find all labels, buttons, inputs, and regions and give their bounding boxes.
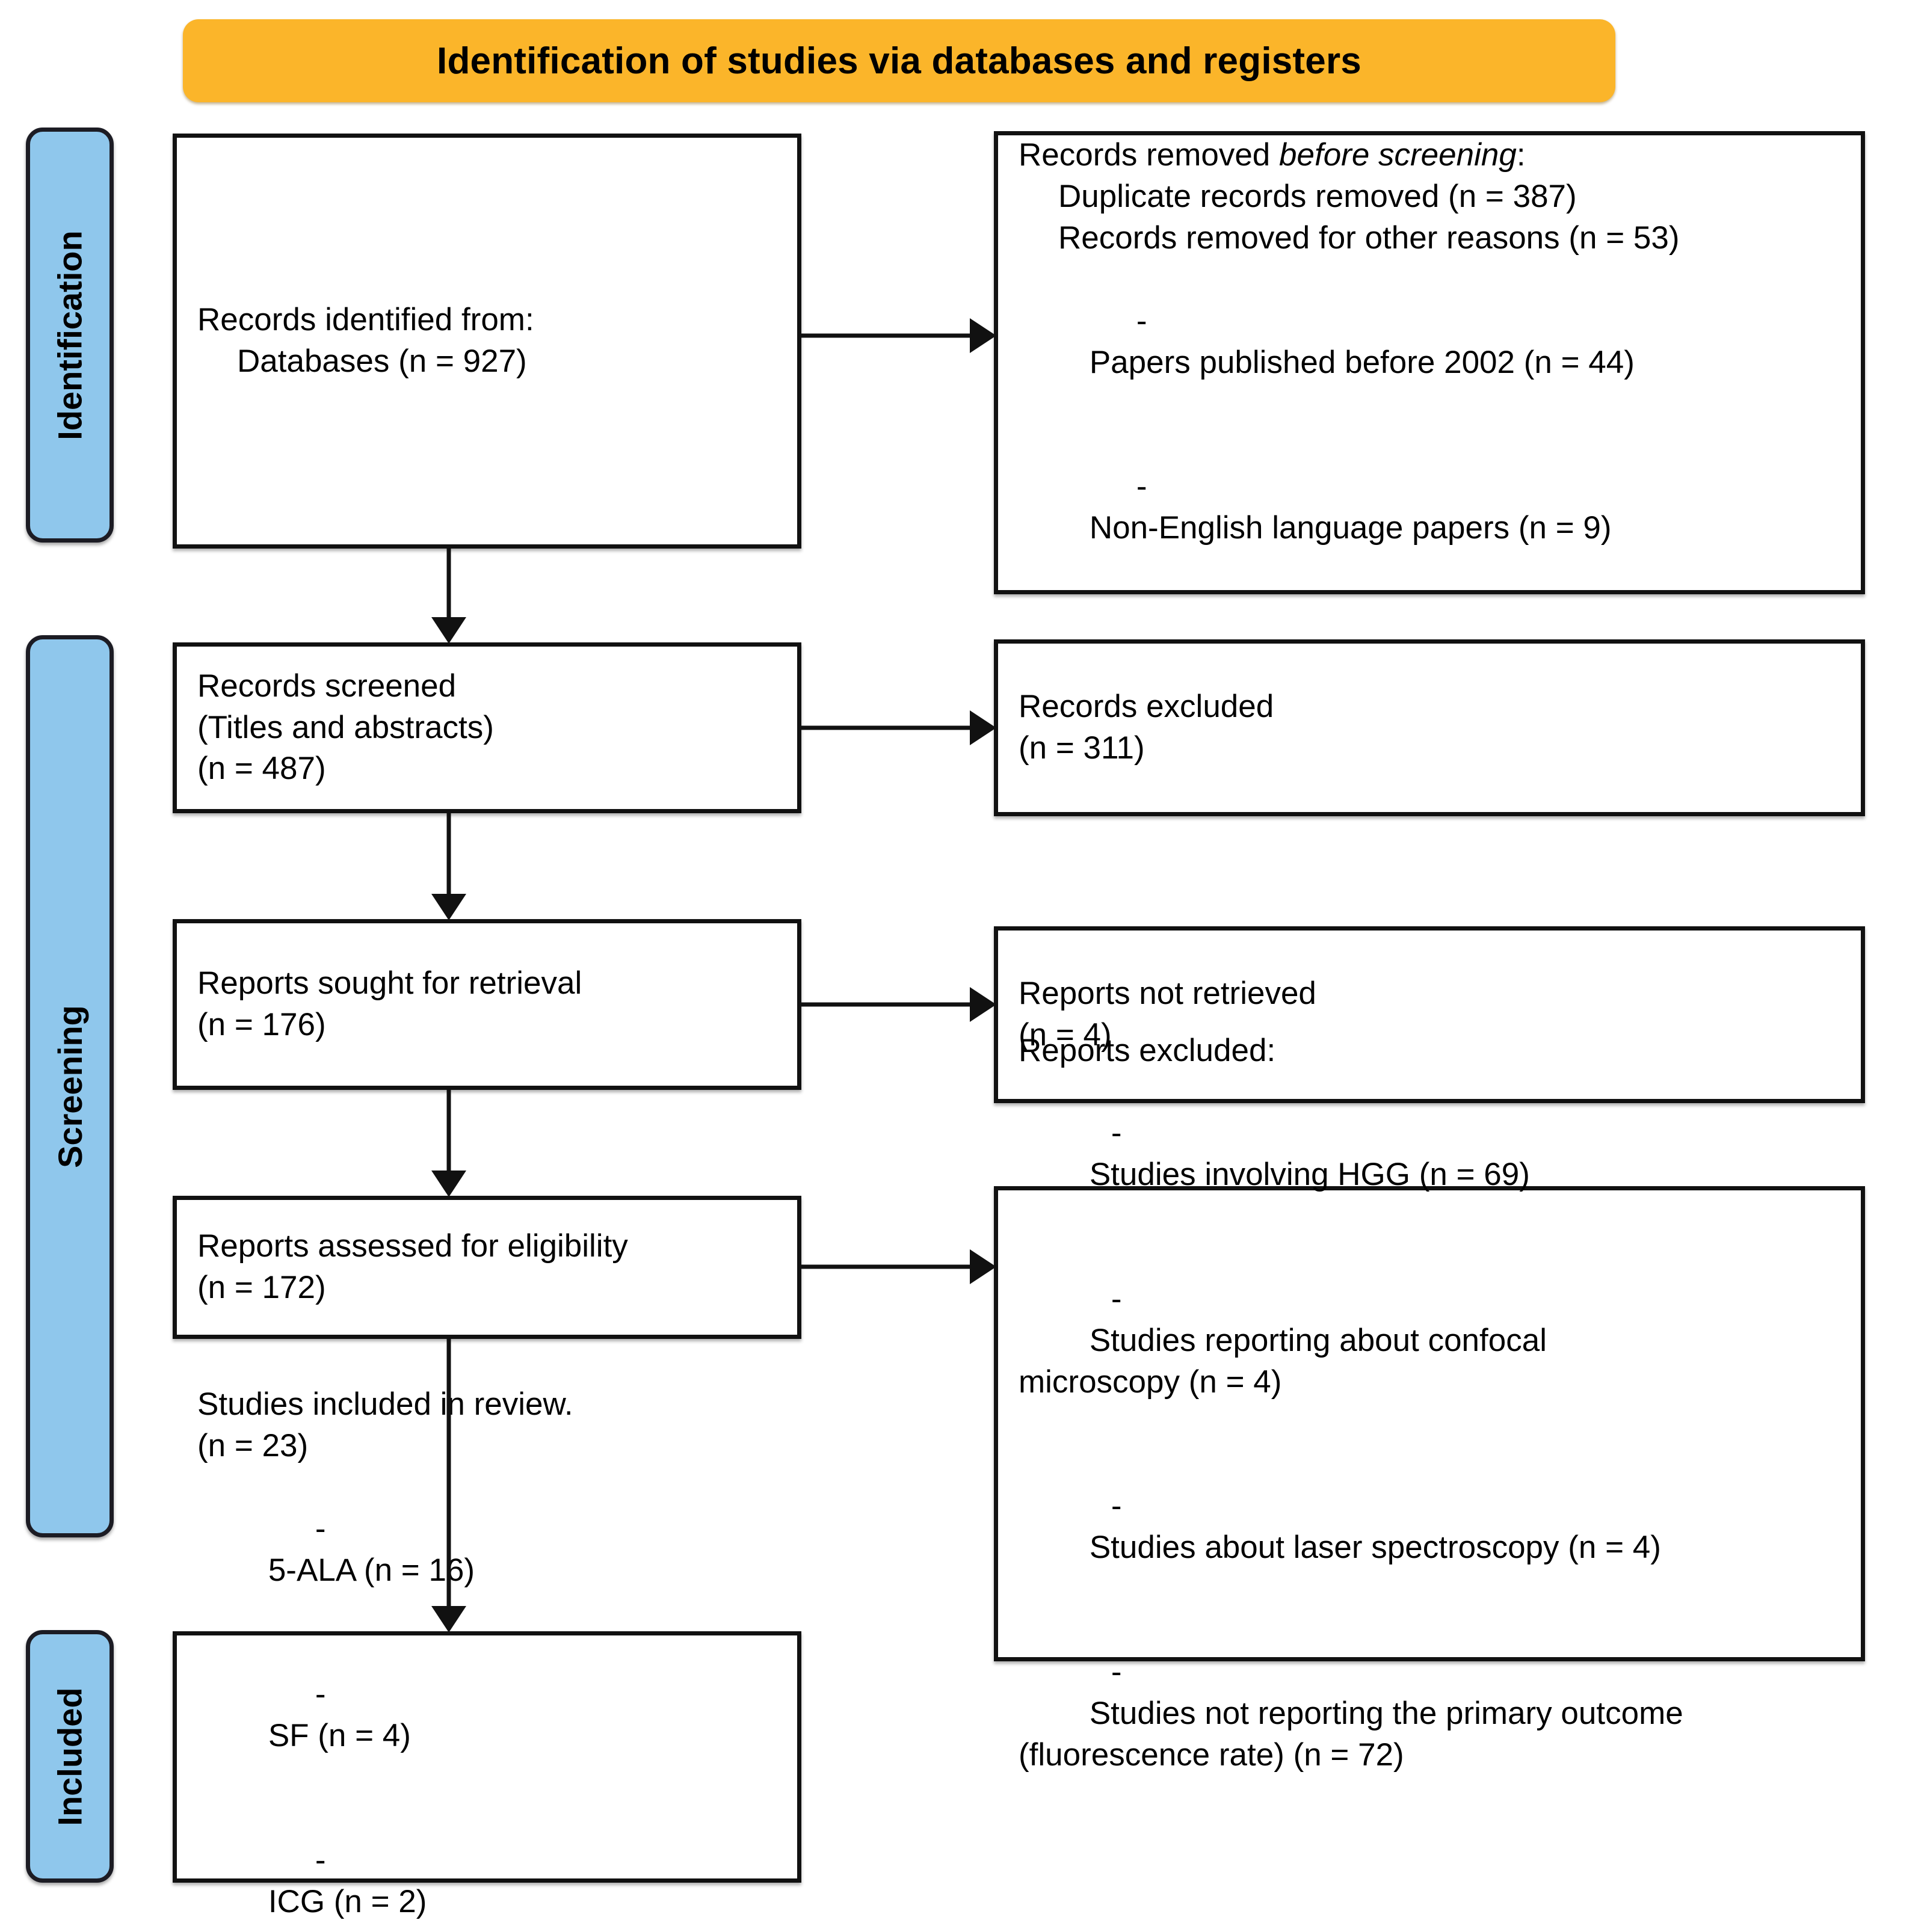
arrow-head-right-icon <box>970 987 996 1022</box>
arrow-head-down-icon <box>431 1606 466 1632</box>
records-removed-duplicate-line: Duplicate records removed (n = 387) <box>1058 179 1577 214</box>
arrow-head-down-icon <box>431 1171 466 1197</box>
studies-included-bullet-2-text: SF (n = 4) <box>268 1718 411 1754</box>
bullet-dash-icon: - <box>315 1842 326 1878</box>
reports-excluded-heading: Reports excluded: <box>1019 1032 1276 1068</box>
phase-label-identification: Identification <box>26 128 114 543</box>
records-identified-line-1: Records identified from: <box>197 302 534 338</box>
records-removed-bullet-1-text: Papers published before 2002 (n = 44) <box>1089 344 1635 380</box>
reports-sought-line-2: (n = 176) <box>197 1007 326 1042</box>
phase-label-screening: Screening <box>26 635 114 1537</box>
bullet-dash-icon: - <box>1111 1281 1122 1317</box>
reports-not-retrieved-line-2: (n = 4) <box>1019 1017 1112 1053</box>
box-records-screened-text: Records screened (Titles and abstracts) … <box>197 666 777 790</box>
box-records-removed-before-screening: Records removed before screening: Duplic… <box>994 131 1865 594</box>
bullet-dash-icon: - <box>1111 1488 1122 1524</box>
records-removed-heading: Records removed before screening: <box>1019 135 1840 176</box>
reports-excluded-bullet-4: - Studies not reporting the primary outc… <box>1019 1610 1840 1817</box>
reports-excluded-bullet-2-text: Studies reporting about confocal microsc… <box>1019 1322 1547 1400</box>
arrow-shaft <box>800 333 971 338</box>
reports-excluded-bullet-4-text: Studies not reporting the primary outcom… <box>1019 1695 1683 1773</box>
arrow-head-down-icon <box>431 894 466 920</box>
box-reports-assessed-text: Reports assessed for eligibility (n = 17… <box>197 1226 777 1309</box>
reports-assessed-line-2: (n = 172) <box>197 1270 326 1305</box>
arrow-head-right-icon <box>970 1249 996 1284</box>
bullet-dash-icon: - <box>315 1676 326 1712</box>
arrow-screened-to-sought <box>431 811 467 920</box>
bullet-dash-icon: - <box>315 1510 326 1546</box>
box-records-screened: Records screened (Titles and abstracts) … <box>173 642 801 813</box>
phase-label-identification-text: Identification <box>51 230 89 440</box>
studies-included-bullet-2: - SF (n = 4) <box>197 1632 777 1798</box>
bullet-dash-icon: - <box>1136 303 1147 339</box>
studies-included-bullet-1-text: 5-ALA (n = 16) <box>268 1552 475 1588</box>
arrow-head-right-icon <box>970 318 996 353</box>
reports-excluded-bullet-3-text: Studies about laser spectroscopy (n = 4) <box>1089 1530 1661 1566</box>
reports-excluded-bullet-1-text: Studies involving HGG (n = 69) <box>1089 1157 1530 1193</box>
arrow-identified-to-removed <box>800 318 996 354</box>
records-excluded-line-1: Records excluded <box>1019 689 1274 725</box>
studies-included-line-1: Studies included in review. <box>197 1386 573 1422</box>
box-studies-included-text: Studies included in review. (n = 23) - 5… <box>197 1384 777 1932</box>
records-removed-heading-prefix: Records removed <box>1019 137 1280 173</box>
box-records-removed-text: Records removed before screening: Duplic… <box>1019 135 1840 591</box>
arrow-identified-to-screened <box>431 546 467 644</box>
arrow-shaft <box>446 1337 451 1606</box>
records-removed-heading-italic: before screening <box>1279 137 1517 173</box>
arrow-shaft <box>800 1002 971 1007</box>
bullet-dash-icon: - <box>1111 1654 1122 1690</box>
arrow-shaft <box>800 725 971 730</box>
box-studies-included-in-review: Studies included in review. (n = 23) - 5… <box>173 1386 801 1919</box>
records-screened-line-2: (Titles and abstracts) <box>197 709 494 745</box>
records-removed-bullet-2-text: Non-English language papers (n = 9) <box>1089 510 1612 546</box>
diagram-title: Identification of studies via databases … <box>437 40 1361 82</box>
box-reports-not-retrieved: Reports not retrieved (n = 4) <box>994 926 1865 1103</box>
arrow-shaft <box>800 1264 971 1269</box>
arrow-sought-to-not-retrieved <box>800 986 996 1023</box>
arrow-assessed-to-reports-excluded <box>800 1249 996 1285</box>
arrow-shaft <box>446 546 451 617</box>
arrow-assessed-to-included <box>431 1337 467 1632</box>
studies-included-bullet-3-text: ICG (n = 2) <box>268 1883 427 1919</box>
reports-excluded-bullet-2: - Studies reporting about confocal micro… <box>1019 1237 1840 1444</box>
phase-label-screening-text: Screening <box>51 1004 89 1168</box>
box-reports-sought-text: Reports sought for retrieval (n = 176) <box>197 963 777 1046</box>
box-reports-excluded-text: Reports excluded: - Studies involving HG… <box>1019 1030 1840 1818</box>
studies-included-bullet-1: - 5-ALA (n = 16) <box>197 1467 777 1633</box>
box-reports-assessed-for-eligibility: Reports assessed for eligibility (n = 17… <box>173 1196 801 1339</box>
records-removed-bullet-2: - Non-English language papers (n = 9) <box>1019 425 1840 591</box>
box-reports-sought-for-retrieval: Reports sought for retrieval (n = 176) <box>173 919 801 1090</box>
reports-excluded-bullet-1: - Studies involving HGG (n = 69) <box>1019 1071 1840 1237</box>
records-identified-line-2: Databases (n = 927) <box>237 343 527 379</box>
records-excluded-line-2: (n = 311) <box>1019 730 1145 766</box>
arrow-shaft <box>446 1088 451 1171</box>
box-reports-not-retrieved-text: Reports not retrieved (n = 4) <box>1019 973 1840 1056</box>
box-records-identified: Records identified from: Databases (n = … <box>173 134 801 549</box>
records-screened-line-1: Records screened <box>197 668 457 704</box>
bullet-dash-icon: - <box>1111 1115 1122 1151</box>
box-records-identified-text: Records identified from: Databases (n = … <box>197 300 777 383</box>
arrow-shaft <box>446 811 451 894</box>
phase-label-included: Included <box>26 1630 114 1883</box>
arrow-sought-to-assessed <box>431 1088 467 1197</box>
arrow-head-down-icon <box>431 617 466 644</box>
bullet-dash-icon: - <box>1136 469 1147 505</box>
records-screened-line-3: (n = 487) <box>197 751 326 787</box>
diagram-header-banner: Identification of studies via databases … <box>183 19 1615 102</box>
reports-assessed-line-1: Reports assessed for eligibility <box>197 1228 628 1264</box>
box-records-excluded: Records excluded (n = 311) <box>994 639 1865 816</box>
reports-excluded-bullet-3: - Studies about laser spectroscopy (n = … <box>1019 1444 1840 1610</box>
box-records-excluded-text: Records excluded (n = 311) <box>1019 686 1840 769</box>
records-removed-other-line: Records removed for other reasons (n = 5… <box>1058 220 1680 256</box>
arrow-screened-to-records-excluded <box>800 710 996 746</box>
reports-not-retrieved-line-1: Reports not retrieved <box>1019 976 1316 1012</box>
records-removed-heading-suffix: : <box>1516 137 1526 173</box>
studies-included-bullet-3: - ICG (n = 2) <box>197 1798 777 1932</box>
arrow-head-right-icon <box>970 710 996 745</box>
reports-sought-line-1: Reports sought for retrieval <box>197 965 582 1001</box>
studies-included-line-2: (n = 23) <box>197 1427 309 1463</box>
box-reports-excluded: Reports excluded: - Studies involving HG… <box>994 1033 1865 1773</box>
phase-label-included-text: Included <box>51 1687 89 1826</box>
records-removed-bullet-1: - Papers published before 2002 (n = 44) <box>1019 259 1840 425</box>
